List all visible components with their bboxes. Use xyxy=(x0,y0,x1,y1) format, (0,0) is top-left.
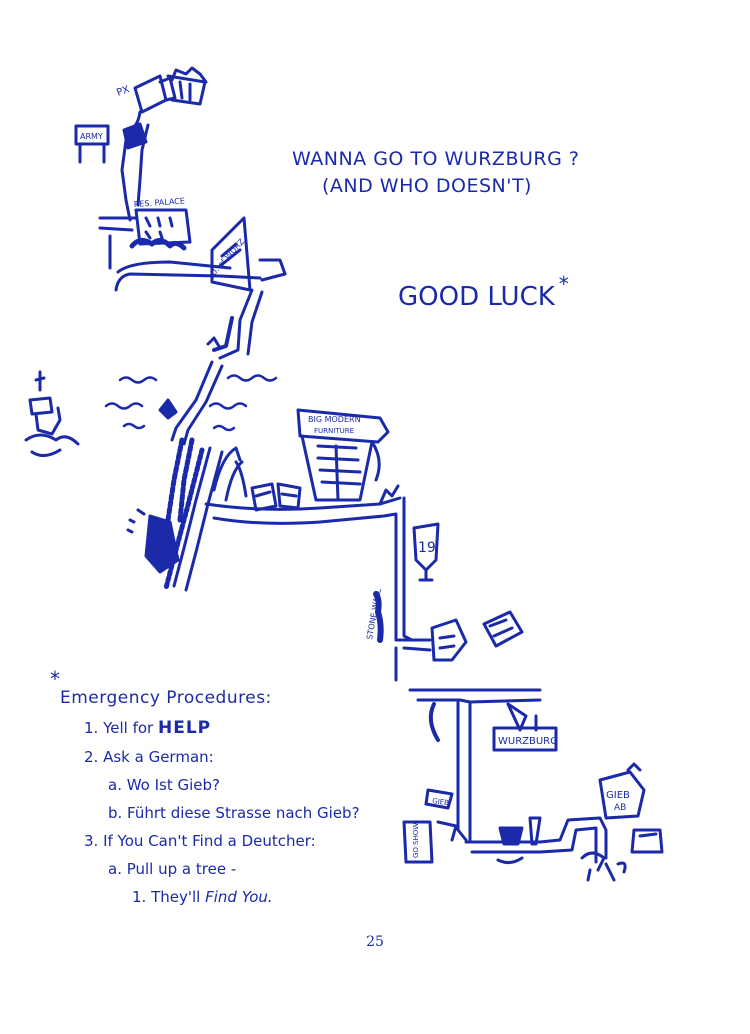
good-luck-asterisk: * xyxy=(558,272,569,296)
station-building xyxy=(144,514,180,574)
px-buildings xyxy=(130,66,208,130)
step-2b: b. Führt diese Strasse nach Gieb? xyxy=(108,804,360,822)
label-furniture: FURNITURE xyxy=(314,427,354,435)
army-sign xyxy=(74,124,110,164)
step-3: 3. If You Can't Find a Deutcher: xyxy=(84,832,316,850)
step-3a: a. Pull up a tree - xyxy=(108,860,237,878)
road-east xyxy=(204,496,402,642)
main-diagonal-road xyxy=(163,437,224,592)
big-modern-furniture-building xyxy=(296,408,390,502)
road-south xyxy=(408,688,542,704)
good-luck-note: GOOD LUCK* xyxy=(398,272,569,312)
stone-wall xyxy=(373,591,384,643)
u-of-wurz-building xyxy=(210,216,252,292)
gieb-ab-building xyxy=(598,762,664,854)
road-palace xyxy=(98,216,262,292)
label-px: PX xyxy=(115,84,131,99)
label-go-show: GO SHOW xyxy=(412,823,420,858)
step-2a: a. Wo Ist Gieb? xyxy=(108,776,221,794)
step-1: 1. Yell for HELP xyxy=(84,718,390,738)
road-to-river xyxy=(218,288,264,360)
label-gieb-ab-2: AB xyxy=(614,803,626,813)
label-gieb-small: GIEB xyxy=(432,797,450,807)
route-19-sign xyxy=(412,522,440,582)
river-waves xyxy=(104,374,278,432)
junction-buildings xyxy=(430,610,524,662)
cafe-table xyxy=(498,826,524,846)
label-route-19: 19 xyxy=(418,540,436,556)
step-3a1-text: 1. They'll xyxy=(132,888,201,906)
small-buildings xyxy=(250,482,302,512)
px-building-small xyxy=(122,122,148,150)
step-1-text: 1. Yell for xyxy=(84,719,154,737)
footnote-asterisk: * xyxy=(50,667,60,691)
label-res-palace: RES. PALACE xyxy=(134,196,186,209)
residence-palace xyxy=(129,208,192,251)
step-1-help: HELP xyxy=(158,718,212,738)
label-big-modern: BIG MODERN xyxy=(308,415,361,424)
step-3a1-italic: Find You. xyxy=(205,888,273,906)
page-number: 25 xyxy=(366,934,384,950)
headline-line-2: (AND WHO DOESN'T) xyxy=(322,175,532,197)
wurzburg-sign-post xyxy=(492,714,558,752)
headline: WANNA GO TO WURZBURG ? (AND WHO DOESN'T) xyxy=(292,146,592,200)
arches xyxy=(212,446,248,502)
step-2: 2. Ask a German: xyxy=(84,748,214,766)
label-wurzburg-sign: WURZBURG xyxy=(498,736,558,747)
figures xyxy=(580,851,627,882)
good-luck-text: GOOD LUCK xyxy=(398,282,555,312)
headline-line-1: WANNA GO TO WURZBURG ? xyxy=(292,148,580,170)
step-3a1: 1. They'll Find You. xyxy=(132,888,390,906)
castle xyxy=(24,370,80,457)
road-to-gieb xyxy=(464,816,608,864)
label-u-of-wurz: U. of WURZ xyxy=(209,237,247,278)
label-army: ARMY xyxy=(80,132,103,141)
bridge xyxy=(170,360,224,446)
emergency-procedures: * Emergency Procedures: 1. Yell for HELP… xyxy=(50,667,390,906)
label-gieb-ab-1: GIEB xyxy=(606,790,630,801)
emergency-title: Emergency Procedures: xyxy=(60,688,272,708)
